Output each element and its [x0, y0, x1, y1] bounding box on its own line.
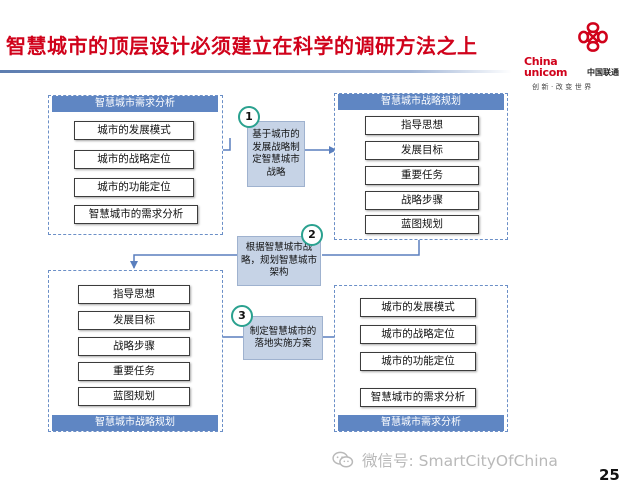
wechat-watermark: 微信号: SmartCityOfChina — [332, 449, 604, 471]
flow-node: 城市的战略定位 — [360, 325, 476, 344]
wechat-icon — [332, 451, 354, 468]
step2-badge: 2 — [301, 224, 323, 246]
flow-node: 城市的发展模式 — [360, 298, 476, 317]
flow-node: 发展目标 — [78, 311, 190, 330]
flow-node: 蓝图规划 — [365, 215, 479, 234]
step3-note: 制定智慧城市的落地实施方案 — [243, 316, 323, 360]
logo-chinese-name: 中国联通 — [587, 68, 619, 77]
flow-node: 智慧城市的需求分析 — [360, 388, 476, 407]
china-unicom-logo: China unicom 中国联通 创新·改变世界 — [520, 20, 635, 95]
panel-header: 智慧城市战略规划 — [52, 415, 218, 431]
flow-node: 城市的功能定位 — [74, 178, 194, 197]
step2-arrow — [130, 254, 237, 269]
flow-node: 发展目标 — [365, 141, 479, 160]
slide-title: 智慧城市的顶层设计必须建立在科学的调研方法之上 — [6, 34, 478, 58]
logo-wordmark: China unicom — [524, 56, 567, 78]
flow-node: 指导思想 — [365, 116, 479, 135]
flow-node: 城市的发展模式 — [74, 121, 194, 140]
panel-header: 智慧城市战略规划 — [338, 94, 504, 110]
step1-note: 基于城市的发展战略制定智慧城市战略 — [247, 121, 305, 187]
flow-node: 重要任务 — [78, 362, 190, 381]
step3-badge: 3 — [231, 305, 253, 327]
step1-badge: 1 — [238, 106, 260, 128]
logo-wordmark-line1: China — [524, 55, 558, 68]
flow-node: 蓝图规划 — [78, 387, 190, 406]
flow-node: 重要任务 — [365, 166, 479, 185]
unicom-knot-icon — [578, 22, 608, 52]
step2-connector — [322, 239, 420, 256]
panel-header: 智慧城市需求分析 — [52, 96, 218, 112]
flow-node: 指导思想 — [78, 285, 190, 304]
panel-header: 智慧城市需求分析 — [338, 415, 504, 431]
page-number: 25 — [599, 466, 620, 484]
flow-node: 战略步骤 — [365, 191, 479, 210]
watermark-text: 微信号: SmartCityOfChina — [362, 452, 558, 470]
logo-slogan: 创新·改变世界 — [532, 83, 594, 91]
flow-node: 智慧城市的需求分析 — [74, 205, 198, 224]
step2-note: 根据智慧城市战略，规划智慧城市架构 — [237, 236, 321, 286]
flow-node: 城市的功能定位 — [360, 352, 476, 371]
flow-node: 战略步骤 — [78, 337, 190, 356]
flow-node: 城市的战略定位 — [74, 150, 194, 169]
title-underline — [0, 70, 512, 73]
logo-wordmark-line2: unicom — [524, 66, 568, 79]
